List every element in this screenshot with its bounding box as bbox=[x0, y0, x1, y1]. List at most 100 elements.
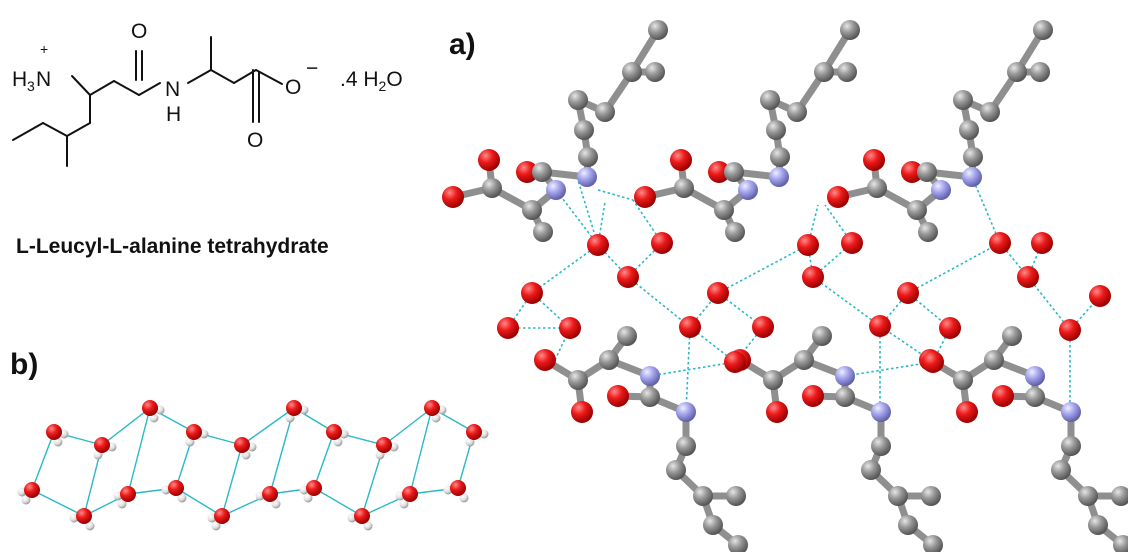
oxygen-atom bbox=[306, 480, 322, 496]
oxygen-atom bbox=[497, 317, 519, 339]
oxygen-atom bbox=[607, 385, 629, 407]
carbon-atom bbox=[953, 90, 973, 110]
oxygen-atom bbox=[142, 400, 158, 416]
atom-layer bbox=[442, 20, 1128, 552]
panel-b-label: b) bbox=[10, 348, 38, 381]
hydrogen-bond bbox=[576, 176, 599, 246]
oxygen-atom bbox=[766, 401, 788, 423]
carbon-atom bbox=[674, 178, 694, 198]
carbon-atom bbox=[482, 178, 502, 198]
hydrogen-bond bbox=[812, 242, 853, 278]
carbon-atom bbox=[599, 350, 619, 370]
hydrogen-bond bbox=[907, 242, 1001, 294]
nitrogen-atom bbox=[640, 366, 660, 386]
water-hydrogen-bond bbox=[127, 407, 151, 495]
nitrogen-atom bbox=[546, 180, 566, 200]
oxygen-atom bbox=[863, 149, 885, 171]
carbon-atom bbox=[648, 20, 668, 40]
hydrogen-bond bbox=[531, 244, 599, 294]
hydrogen-atom bbox=[399, 499, 409, 509]
carbon-atom bbox=[835, 387, 855, 407]
oxygen-atom bbox=[46, 424, 62, 440]
water-hydrogen-bond bbox=[221, 444, 243, 517]
carbon-atom bbox=[1007, 62, 1027, 82]
h3n-h: H bbox=[12, 68, 27, 91]
carbon-atom bbox=[640, 387, 660, 407]
carbon-atom bbox=[888, 486, 908, 506]
h3n-subscript: 3 bbox=[27, 78, 35, 94]
hydrogen-bond bbox=[531, 292, 571, 329]
carbon-atom bbox=[917, 162, 937, 182]
carboxyl-oxygen: O bbox=[247, 129, 263, 152]
carbon-atom bbox=[1061, 436, 1081, 456]
oxygen-atom bbox=[571, 401, 593, 423]
oxygen-atom bbox=[168, 480, 184, 496]
carbon-atom bbox=[714, 200, 734, 220]
carbon-atom bbox=[617, 326, 637, 346]
carbon-atom bbox=[867, 178, 887, 198]
hydrogen-bond bbox=[685, 326, 691, 413]
hydrogen-bond bbox=[555, 189, 599, 246]
carbon-atom bbox=[533, 222, 553, 242]
carbon-atom bbox=[1111, 486, 1128, 506]
panel-a-label: a) bbox=[449, 28, 476, 61]
nitrogen-atom bbox=[676, 402, 696, 422]
carbon-atom bbox=[1078, 486, 1098, 506]
nitrogen-atom bbox=[577, 167, 597, 187]
nitrogen-atom bbox=[871, 402, 891, 422]
carbon-atom bbox=[703, 515, 723, 535]
nitrogen-atom bbox=[1025, 366, 1045, 386]
hydrogen-bond bbox=[632, 199, 663, 244]
oxygen-atom bbox=[262, 486, 278, 502]
hydrogen-bond bbox=[812, 276, 881, 327]
nitrogen-atom bbox=[738, 180, 758, 200]
carbon-atom bbox=[1002, 326, 1022, 346]
carbon-atom bbox=[918, 222, 938, 242]
oxygen-atom bbox=[901, 161, 923, 183]
carbon-atom bbox=[574, 120, 594, 140]
water-hydrogen-bond bbox=[31, 431, 55, 491]
carbon-atom bbox=[1033, 20, 1053, 40]
carbon-atom bbox=[871, 436, 891, 456]
water-hydrogen-bond bbox=[409, 407, 433, 495]
oxygen-atom bbox=[1017, 266, 1039, 288]
carbon-atom bbox=[907, 200, 927, 220]
oxygen-atom bbox=[186, 424, 202, 440]
hydrogen-atom bbox=[21, 495, 31, 505]
bond-layer bbox=[449, 26, 1127, 549]
carbon-atom bbox=[837, 62, 857, 82]
amine-charge: + bbox=[40, 41, 48, 57]
oxygen-atom bbox=[707, 282, 729, 304]
oxygen-atom bbox=[354, 508, 370, 524]
oxygen-atom bbox=[841, 232, 863, 254]
hydrogen-atom bbox=[271, 499, 281, 509]
oxygen-atom bbox=[76, 508, 92, 524]
oxygen-atom bbox=[679, 316, 701, 338]
carbon-atom bbox=[568, 370, 588, 390]
oxygen-atom bbox=[708, 161, 730, 183]
water-hydrogen-bond bbox=[383, 407, 433, 446]
carbon-atom bbox=[578, 147, 598, 167]
carbon-atom bbox=[760, 90, 780, 110]
water-hydrogen-bond bbox=[313, 487, 363, 517]
oxygen-atom bbox=[450, 480, 466, 496]
compound-caption: L-Leucyl-L-alanine tetrahydrate bbox=[16, 235, 329, 258]
oxygen-atom bbox=[559, 317, 581, 339]
oxygen-atom bbox=[651, 232, 673, 254]
water-bond-layer bbox=[21, 406, 485, 527]
hbond-layer bbox=[507, 176, 1101, 413]
oxygen-atom bbox=[534, 349, 556, 371]
carbon-atom bbox=[693, 486, 713, 506]
oxygen-atom bbox=[797, 234, 819, 256]
hydrogen-bond bbox=[1027, 276, 1071, 331]
oxygen-atom bbox=[94, 437, 110, 453]
carbon-atom bbox=[766, 120, 786, 140]
carbon-atom bbox=[1025, 387, 1045, 407]
oxygen-atom bbox=[402, 486, 418, 502]
carbon-atom bbox=[725, 222, 745, 242]
amine-nitrogen: N bbox=[36, 68, 51, 91]
carbon-atom bbox=[980, 102, 1000, 122]
hydrogen-bond bbox=[554, 327, 571, 361]
hydrogen-bond bbox=[717, 244, 809, 294]
